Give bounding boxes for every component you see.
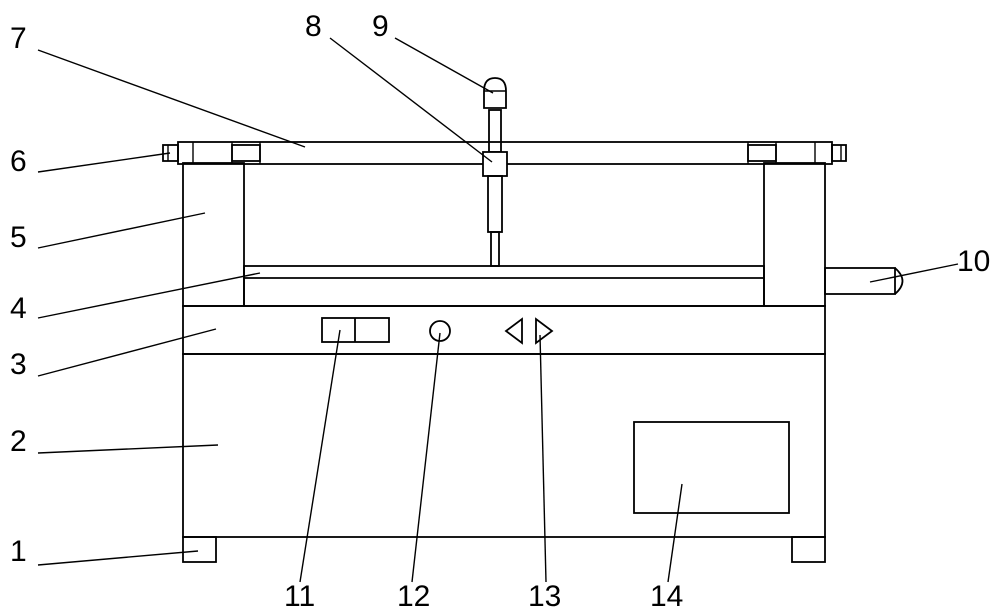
label-1: 1 [10, 535, 27, 568]
label-7: 7 [10, 22, 27, 55]
label-4: 4 [10, 292, 27, 325]
label-3: 3 [10, 348, 27, 381]
leader-7 [37, 49, 306, 148]
label-5: 5 [10, 221, 27, 254]
display-switch [321, 317, 390, 343]
leader-5 [37, 212, 206, 249]
label-11: 11 [284, 580, 315, 613]
leader-10 [869, 263, 959, 283]
label-12: 12 [397, 580, 430, 613]
base-cabinet [182, 353, 826, 538]
leader-4 [37, 272, 261, 319]
label-8: 8 [305, 10, 322, 43]
foot-right [791, 536, 826, 563]
part-labels: 1 2 3 4 5 6 7 8 9 10 11 12 13 14 [10, 10, 990, 613]
column-right [763, 162, 826, 307]
leader-2 [37, 444, 219, 454]
cabinet-panel [633, 421, 790, 514]
leader-14 [667, 483, 683, 583]
side-shaft [824, 267, 904, 295]
knob [429, 320, 451, 342]
label-6: 6 [10, 145, 27, 178]
leader-11 [299, 329, 341, 583]
leader-12 [411, 332, 441, 583]
leader-9 [394, 37, 494, 94]
leader-8 [329, 37, 493, 163]
direction-arrows [504, 317, 554, 345]
label-13: 13 [528, 580, 561, 613]
work-rail [243, 265, 765, 307]
label-2: 2 [10, 425, 27, 458]
label-14: 14 [650, 580, 683, 613]
vertical-tool [482, 77, 508, 267]
foot-left [182, 536, 217, 563]
leader-lines [37, 37, 959, 583]
leader-13 [539, 334, 547, 583]
leader-1 [37, 550, 199, 566]
leader-6 [37, 152, 171, 173]
label-10: 10 [957, 245, 990, 278]
label-9: 9 [372, 10, 389, 43]
feet [182, 536, 826, 563]
column-left [182, 162, 245, 307]
leader-3 [37, 328, 217, 377]
control-strip [182, 305, 826, 355]
